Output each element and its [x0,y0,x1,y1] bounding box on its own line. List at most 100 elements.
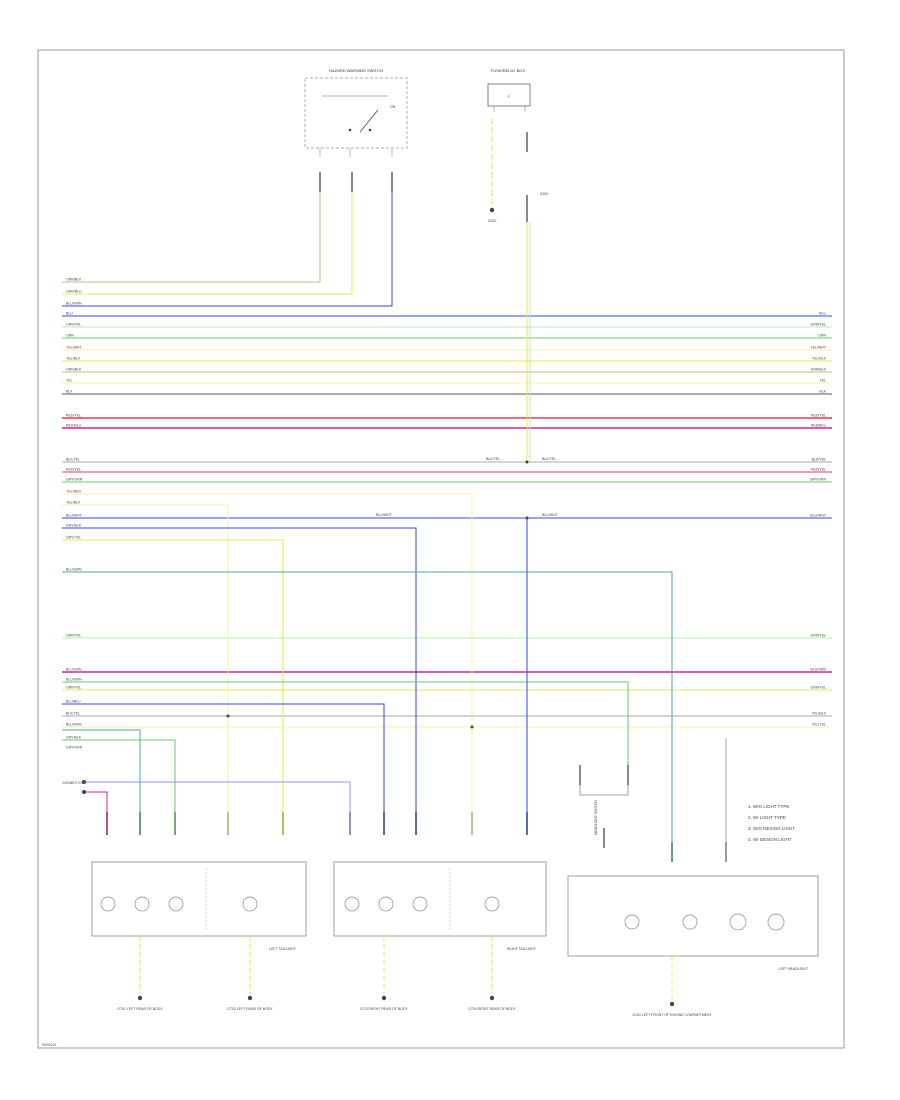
left-wire-label: YEL/BLK [66,501,81,505]
ground-label: G703 RIGHT REAR OF BODY [360,1007,408,1011]
bulb-icon [484,896,500,912]
left-wire-label: YEL/RED [66,490,81,494]
ground-icon [489,207,495,213]
left-wire-label: BLU/GRN [66,723,82,727]
harness-lines [62,315,832,728]
left-wire-label: GRY/BLK [66,524,82,528]
right-wire-label: YEL/BLK [812,357,827,361]
splice-label: S100 [540,192,548,196]
right-wire-labels: BLU GRN/YEL GRN YEL/WHT YEL/BLK GRN/BLK YEL BLK… [810,312,827,727]
bulb-icon [168,896,184,912]
left-wire-label: BLU/GRN [66,302,82,306]
left-wire-labels: GRN/BLKGRN/BLUBLU/GRNBLUGRN/YELGRNYEL/WH… [66,278,83,750]
bulb-icon [767,913,785,931]
top-ground-label: G100 [488,219,497,223]
bulb-icon [729,913,747,931]
right-wire-label: GRY/GRN [810,478,827,482]
left-wire-label: BLU/GRN [66,568,82,572]
right-wire-label: GRN/YEL [811,686,826,690]
left-wire-label: BLK/YEL [66,712,80,716]
mid-wire-label: BLK/YEL [542,457,556,461]
footer-code: W00001 [42,1042,58,1047]
switch-pin-label: ON [390,105,396,109]
bulb-icon [378,896,394,912]
left-headlight-label: LEFT HEADLIGHT [779,967,809,971]
top-ground: G100 S100 [488,118,548,223]
left-wire-label: RED/YEL [66,414,81,418]
left-wire-label: GRY/YEL [66,536,81,540]
left-wire-label: GRY/GRN [66,478,83,482]
left-wire-label: BLU/GRN [66,678,82,682]
left-wire-label: GRN/YEL [66,634,81,638]
connector-label: CONNECTOR [62,781,85,785]
left-wire-label: BLK/YEL [66,458,80,462]
fuse-code: F [508,95,510,99]
right-wire-label: YEL/BLK [812,712,827,716]
right-wire-label: YEL [819,379,826,383]
right-taillight-label: RIGHT TAILLIGHT [507,947,537,951]
left-taillight: LEFT TAILLIGHT [91,861,307,951]
left-taillight-label: LEFT TAILLIGHT [269,947,297,951]
right-wire-label: RED/YEL [811,414,826,418]
bulb-icon [624,914,640,930]
left-wire-label: RED/YEL [66,468,81,472]
fuse-box-label: FUSE/RELAY BOX [491,68,525,73]
bulb-icon [100,896,116,912]
bulb-icon [344,896,360,912]
legend-item: 1. W/O LIGHT TYPE [748,804,789,809]
bulb-icon [134,896,150,912]
right-wire-label: BLU/GRN [810,668,826,672]
left-wire-label: GRN/YEL [66,323,81,327]
headlight-switch: HEADLIGHT SWITCH [579,785,629,835]
fuse-relay-box: FUSE/RELAY BOX F [487,68,531,112]
ground-label: G702 LEFT REAR OF BODY [227,1007,273,1011]
right-wire-label: RED/YEL [811,468,826,472]
headlight-switch-label: HEADLIGHT SWITCH [594,800,598,835]
mid-wire-label: BLU/WHT [542,513,559,517]
left-wire-label: GRY/GRN [66,746,83,750]
ground-wires [137,936,675,1007]
right-wire-label: BLK [819,390,826,394]
bulb-icon [682,914,698,930]
right-wire-label: BLU [819,312,826,316]
left-wire-label: BLU [66,312,73,316]
right-wire-label: RED/BLU [811,424,827,428]
left-wire-label: GRN/BLK [66,278,82,282]
right-taillight: RIGHT TAILLIGHT [333,861,547,951]
right-wire-label: YEL/WHT [810,346,826,350]
ground-label: G704 RIGHT REAR OF BODY [468,1007,516,1011]
left-wire-label: BLU/WHT [66,514,83,518]
ground-label: G101 LEFT FRONT OF ENGINE COMPARTMENT [632,1013,712,1017]
branch-wires [62,493,727,862]
left-wire-label: YEL/WHT [66,346,82,350]
left-wire-label: BLU/GRN [66,668,82,672]
ground-label: G701 LEFT REAR OF BODY [117,1007,163,1011]
left-wire-label: YEL [66,379,73,383]
bulb-icon [412,896,428,912]
hazard-switch: HAZARD WARNING SWITCH ON [304,68,408,157]
hazard-switch-label: HAZARD WARNING SWITCH [329,68,383,73]
legend-item: 2. W/ LIGHT TYPE [748,815,786,820]
left-wire-label: BLK [66,390,73,394]
right-wire-label: GRN/BLK [811,368,827,372]
right-wire-label: GRN [818,334,826,338]
left-wire-label: GRN/YEL [66,686,81,690]
left-headlight: LEFT HEADLIGHT [567,875,819,971]
left-wire-label: YEL/BLK [66,357,81,361]
right-wire-label: BLU/WHT [810,514,827,518]
left-wire-label: BLU/BLU [66,700,81,704]
diagram-frame [37,49,845,1049]
fuse-feed [525,222,531,520]
left-wire-label: GRN/BLK [66,368,82,372]
right-wire-label: GRN/YEL [811,634,826,638]
right-wire-label: BLK/YEL [812,458,826,462]
left-wire-label: RED/BLU [66,424,82,428]
legend: 1. W/O LIGHT TYPE 2. W/ LIGHT TYPE 3. W/… [748,804,795,842]
mid-wire-label: BLU/WHT [376,513,393,517]
right-wire-label: GRN/YEL [811,323,826,327]
bulb-icon [242,896,258,912]
left-wire-label: GRN/BLU [66,290,82,294]
right-wire-label: YEL/YEL [812,723,826,727]
bottom-ground-labels: G701 LEFT REAR OF BODY G702 LEFT REAR OF … [117,1007,712,1017]
